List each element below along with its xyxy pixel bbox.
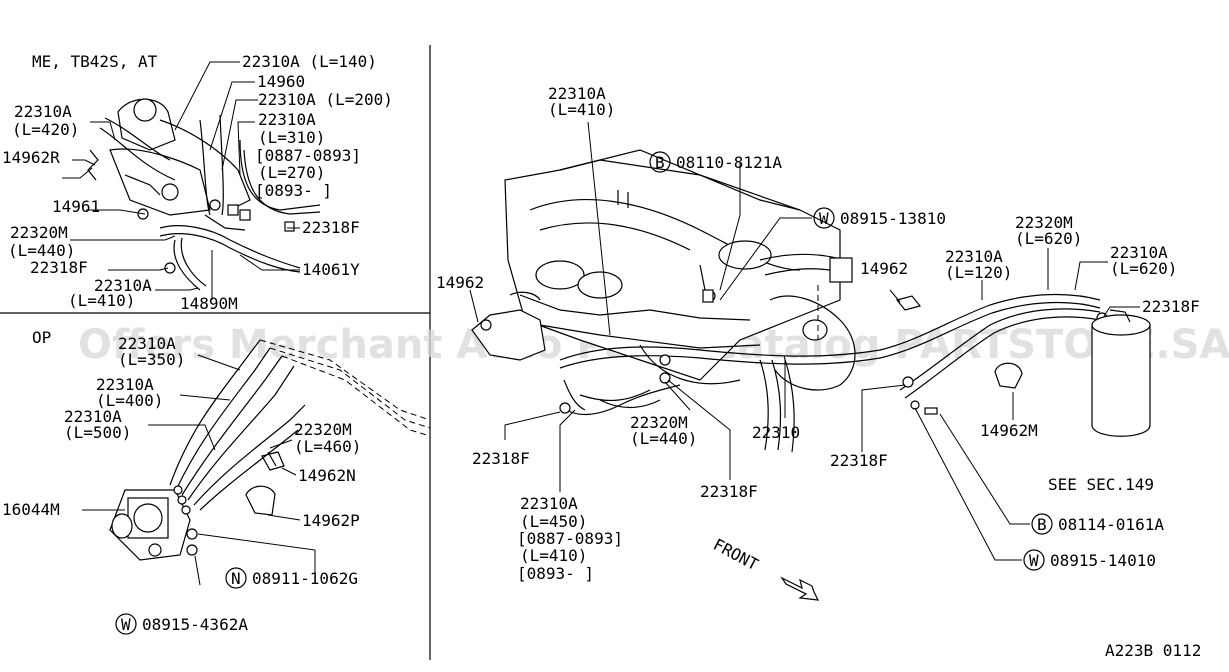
inset-bottom-label-5: (L=500)	[64, 423, 131, 442]
main-label-14: 22318F	[830, 451, 888, 470]
inset-top-label-9: (L=420)	[12, 120, 79, 139]
main-label-5: (L=620)	[1015, 229, 1082, 248]
inset-bottom-label-10: 14962P	[302, 511, 360, 530]
inset-bottom-label-2: 22310A	[96, 375, 154, 394]
inset-top-label-19: 14890M	[180, 294, 238, 313]
main-label-27: 08915-14010	[1050, 551, 1156, 570]
inset-bottom-hoses	[169, 339, 431, 511]
main-leaders	[469, 121, 1140, 561]
main-label-21: 22310A	[520, 494, 578, 513]
main-label-19: (L=440)	[630, 429, 697, 448]
main-label-25: [0893- ]	[517, 564, 594, 583]
main-label-20: 22318F	[700, 482, 758, 501]
main-label-0: 22310A	[548, 84, 606, 103]
inset-bottom-label-8: 14962N	[298, 466, 356, 485]
svg-text:N: N	[231, 569, 241, 588]
main-label-15: 14962M	[980, 421, 1038, 440]
engine-block	[504, 149, 856, 453]
badge-w-icon: W	[1023, 549, 1045, 571]
inset-bottom-label-7: (L=460)	[294, 437, 361, 456]
inset-top-label-8: 22310A	[14, 102, 72, 121]
inset-bottom-label-11: 08911-1062G	[252, 569, 358, 588]
main-label-8: 22310A	[1110, 243, 1168, 262]
inset-top-title: ME, TB42S, AT	[32, 52, 158, 71]
front-label: FRONT	[710, 535, 762, 575]
main-label-26: 08114-0161A	[1058, 515, 1164, 534]
svg-text:B: B	[655, 153, 665, 172]
inset-top-label-5: [0887-0893]	[255, 146, 361, 165]
main-label-3: 08915-13810	[840, 209, 946, 228]
main-label-1: (L=410)	[548, 100, 615, 119]
inset-bottom-label-0: 22310A	[118, 334, 176, 353]
main-label-12: 22318F	[1142, 297, 1200, 316]
main-label-24: (L=410)	[520, 546, 587, 565]
inset-bottom-label-1: (L=350)	[118, 350, 185, 369]
inset-top-leaders	[62, 61, 300, 300]
main-label-10: 14962	[860, 259, 908, 278]
main-label-9: (L=620)	[1110, 259, 1177, 278]
inset-top-label-3: 22310A	[258, 110, 316, 129]
inset-bottom-label-9: 16044M	[2, 500, 60, 519]
inset-bottom-label-12: 08915-4362A	[142, 615, 248, 634]
badge-w-icon: W	[813, 207, 835, 229]
inset-top-label-15: 22318F	[30, 258, 88, 277]
inset-top-label-4: (L=310)	[258, 128, 325, 147]
main-label-11: 14962	[436, 273, 484, 292]
figure-code: A223B 0112	[1105, 641, 1201, 660]
inset-top-label-17: 22310A	[94, 276, 152, 295]
main-label-4: 22320M	[1015, 213, 1073, 232]
inset-top-label-18: (L=410)	[68, 291, 135, 310]
inset-bottom-title: OP	[32, 328, 51, 347]
main-label-2: 08110-8121A	[676, 153, 782, 172]
inset-top-label-12: 22318F	[302, 218, 360, 237]
main-label-6: 22310A	[945, 247, 1003, 266]
svg-text:W: W	[121, 615, 131, 634]
badge-b-icon: B	[1031, 513, 1053, 535]
inset-bottom-leaders	[82, 354, 316, 586]
badge-n-icon: N	[225, 567, 247, 589]
badge-b-icon: B	[649, 151, 671, 173]
inset-top-label-0: 22310A (L=140)	[242, 52, 377, 71]
main-label-7: (L=120)	[945, 263, 1012, 282]
svg-text:W: W	[819, 209, 829, 228]
main-label-16: SEE SEC.149	[1048, 475, 1154, 494]
inset-top: ME, TB42S, AT	[2, 52, 393, 313]
canister	[1091, 309, 1151, 437]
inset-top-label-16: 14061Y	[302, 260, 360, 279]
inset-top-label-6: (L=270)	[258, 163, 325, 182]
inset-top-engine-sketch	[87, 98, 321, 291]
inset-top-label-1: 14960	[257, 72, 305, 91]
inset-top-label-14: (L=440)	[8, 241, 75, 260]
main-label-17: 22318F	[472, 449, 530, 468]
inset-bottom-label-3: (L=400)	[96, 391, 163, 410]
main-label-22: (L=450)	[520, 512, 587, 531]
main-label-23: [0887-0893]	[517, 529, 623, 548]
inset-top-label-10: 14962R	[2, 148, 60, 167]
inset-top-label-13: 22320M	[10, 223, 68, 242]
badge-w-icon: W	[115, 613, 137, 635]
inset-top-label-11: 14961	[52, 197, 100, 216]
main-bracket	[471, 291, 546, 361]
main-label-18: 22320M	[630, 413, 688, 432]
inset-bottom: OP	[2, 328, 431, 635]
main-label-13: 22310	[752, 423, 800, 442]
inset-bottom-valve	[109, 485, 198, 561]
inset-top-label-2: 22310A (L=200)	[258, 90, 393, 109]
svg-text:B: B	[1037, 515, 1047, 534]
inset-bottom-clips	[245, 451, 285, 516]
front-arrow-icon	[780, 576, 820, 601]
inset-bottom-label-6: 22320M	[294, 420, 352, 439]
inset-top-label-7: [0893- ]	[255, 181, 332, 200]
svg-text:W: W	[1029, 551, 1039, 570]
inset-bottom-label-4: 22310A	[64, 407, 122, 426]
